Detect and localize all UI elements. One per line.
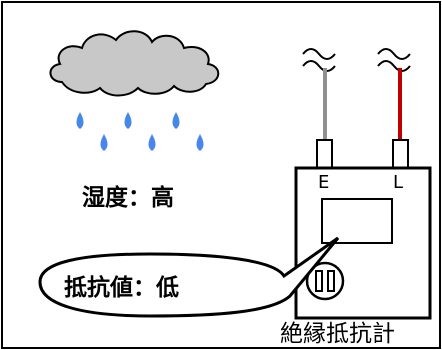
raindrop-icon [76,112,84,129]
raindrop-icon [148,134,156,151]
lead-wire-e [323,68,327,140]
terminal-l-label: L [393,172,403,193]
ac-wave-icon [302,48,336,72]
raindrop-icon [196,134,204,151]
raindrop-icon [124,112,132,129]
ac-wave-icon [377,48,411,72]
resistance-label: 抵抗値：低 [64,274,179,301]
raindrops [76,112,204,151]
terminal-l [392,139,409,169]
terminal-e [316,139,333,169]
terminal-e-label: E [318,172,329,193]
meter-name: 絶縁抵抗計 [280,321,395,347]
meter-display [321,198,393,244]
lead-wire-l [398,68,402,140]
raindrop-icon [172,112,180,129]
knob-icon [305,261,345,301]
resistance-speech-bubble [38,236,340,318]
cloud-icon [49,30,220,97]
humidity-label: 湿度：高 [82,184,174,211]
raindrop-icon [100,134,108,151]
